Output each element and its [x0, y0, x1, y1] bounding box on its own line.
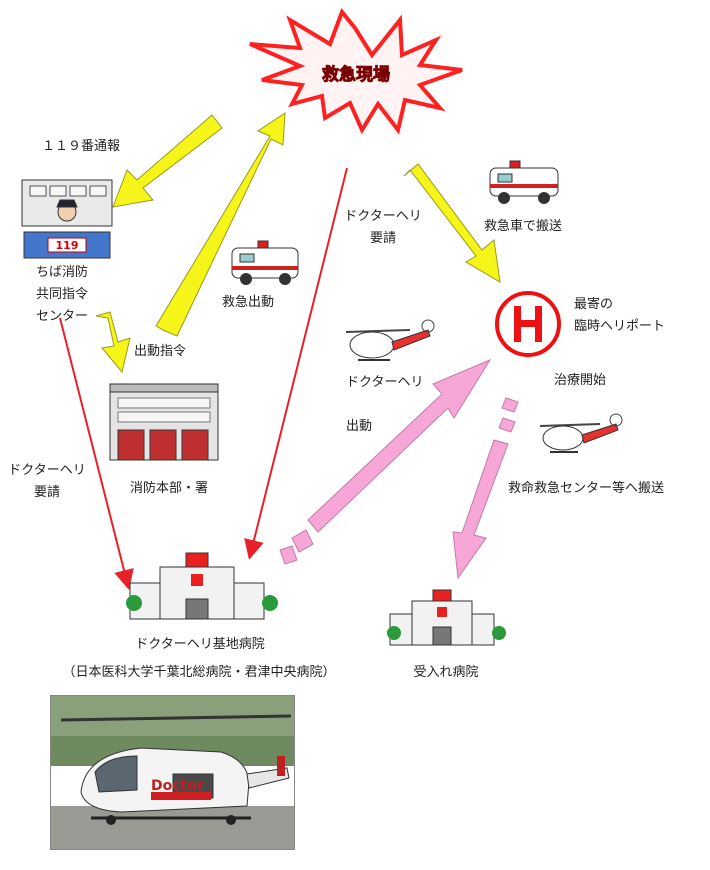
arrow-heli-dispatch: [307, 358, 492, 533]
label-fire-hq: 消防本部・署: [130, 481, 209, 496]
label-command-center: ちば消防 共同指令 センター: [35, 265, 88, 324]
pink-dash-4: [498, 417, 516, 433]
label-ambulance-dispatch: 救急出動: [222, 295, 275, 310]
center-sign: 119: [56, 239, 79, 252]
arrow-ambulance-transport: [403, 163, 501, 283]
ambulance-icon: [231, 240, 299, 285]
command-center-icon: 119: [21, 179, 113, 259]
label-base-hospital: ドクターヘリ基地病院: [135, 637, 265, 652]
label-heli-dispatch: ドクターヘリ 出動: [346, 375, 424, 434]
doctor-helicopter-icon: [345, 319, 435, 361]
request-line-center: [59, 317, 134, 590]
fire-station-icon: [109, 383, 219, 461]
explosion-burst-icon: 救急現場: [249, 8, 463, 135]
burst-title: 救急現場: [322, 64, 390, 85]
hospital-icon: [126, 552, 278, 620]
arrow-dispatch-order: [95, 311, 131, 374]
request-lines: [59, 167, 348, 590]
label-treatment-start: 治療開始: [554, 373, 607, 388]
heliport-icon: [495, 291, 561, 357]
label-call-119: １１９番通報: [42, 139, 121, 154]
label-heli-request-center: ドクターヘリ 要請: [8, 463, 86, 500]
heli-arrows: [279, 358, 519, 580]
request-line-scene: [244, 167, 348, 560]
label-transport-to-center: 救命救急センター等へ搬送: [508, 481, 665, 496]
ambulance-icon: [489, 160, 559, 204]
label-heli-request-scene: ドクターヘリ 要請: [344, 209, 422, 246]
dispatch-arrows: [95, 112, 501, 374]
pink-dash-1: [279, 545, 298, 565]
doctor-helicopter-icon: [539, 413, 623, 453]
arrow-heli-transport: [452, 439, 509, 580]
arrow-ambulance-dispatch: [155, 112, 286, 337]
doctor-helicopter-photo: Doctor: [50, 695, 295, 850]
photo-doctor-text: Doctor: [151, 778, 204, 794]
label-base-hospital-names: （日本医科大学千葉北総病院・君津中央病院）: [62, 665, 336, 680]
arrow-call-119: [112, 114, 223, 208]
burst-shape: [249, 8, 463, 135]
label-dispatch-order: 出動指令: [134, 344, 187, 359]
pink-dash-3: [501, 397, 519, 413]
label-ambulance-transport: 救急車で搬送: [484, 219, 563, 234]
label-receiving-hospital: 受入れ病院: [413, 665, 479, 680]
pink-dash-2: [291, 529, 314, 553]
helicopter-photo-icon: Doctor: [51, 696, 294, 849]
hospital-icon: [387, 589, 506, 646]
label-heliport: 最寄の 臨時ヘリポート: [574, 297, 666, 334]
